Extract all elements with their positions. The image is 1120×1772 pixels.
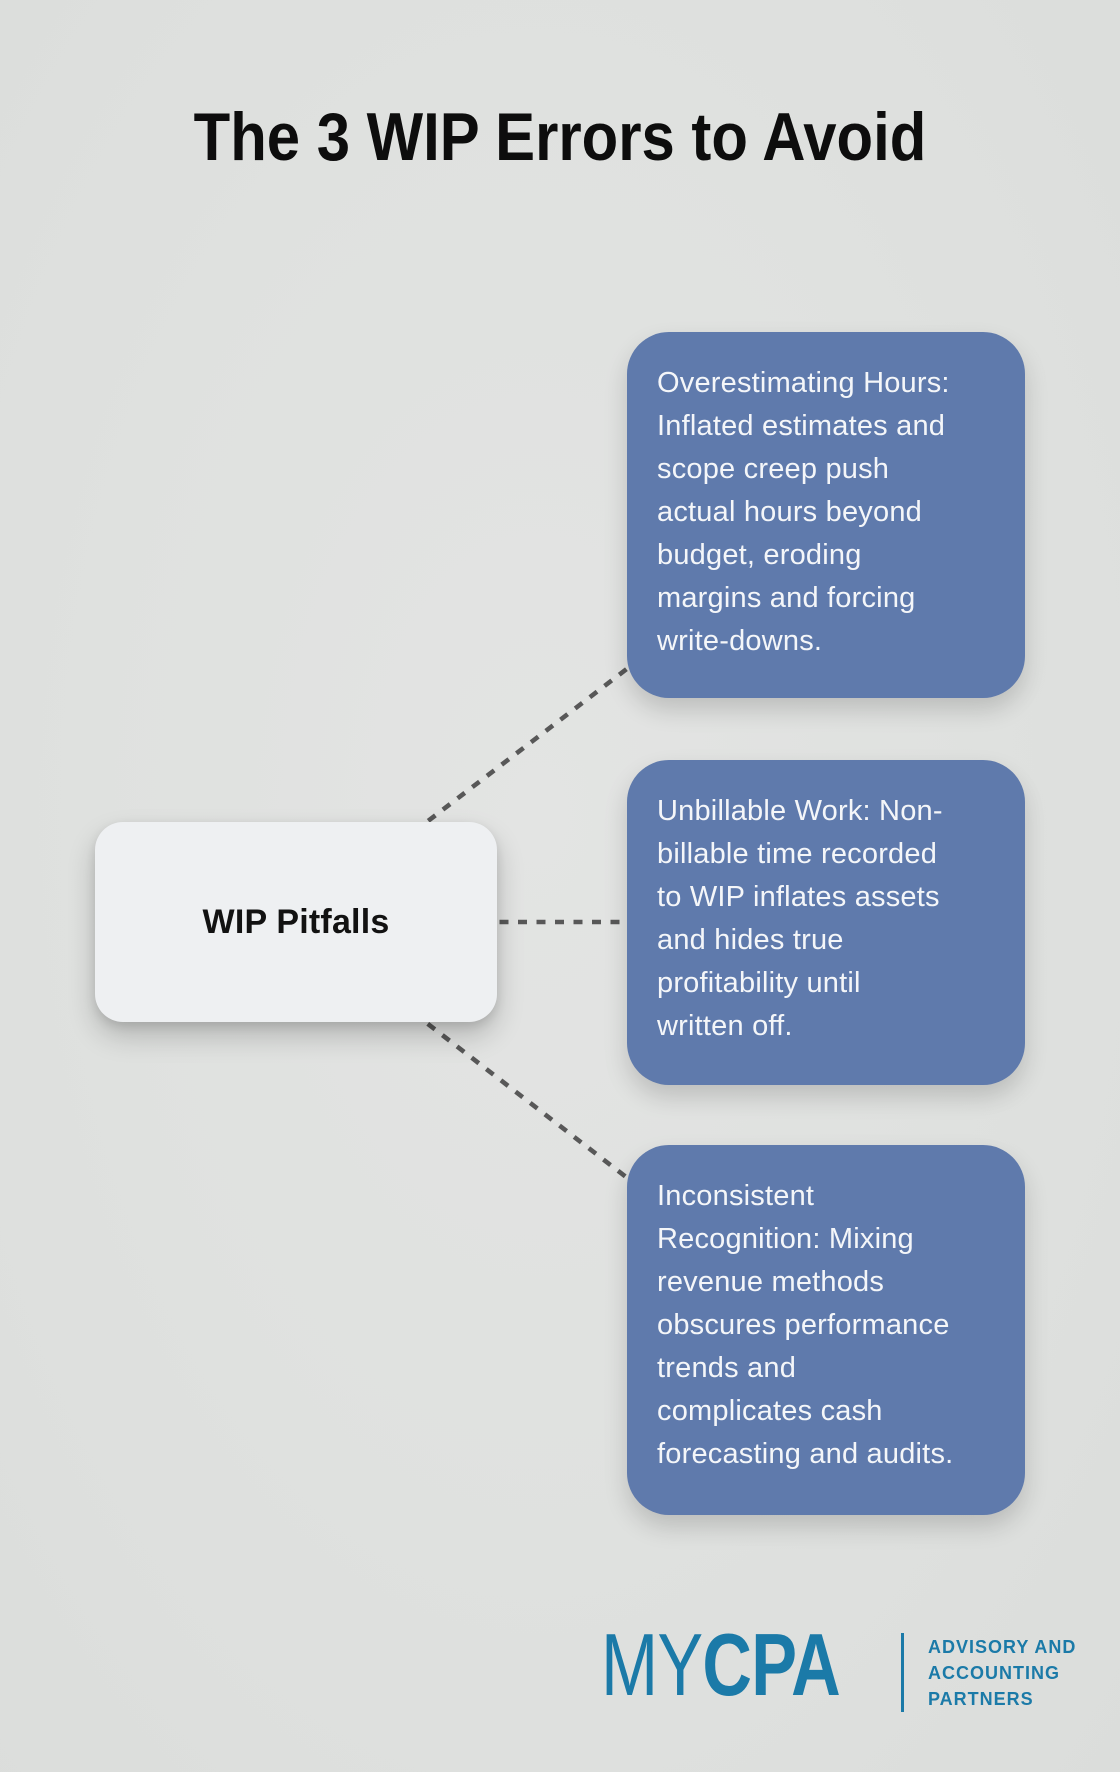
pitfall-text: Inconsistent Recognition: Mixing revenue…: [657, 1180, 954, 1470]
center-node-label: WIP Pitfalls: [202, 902, 390, 941]
pitfall-text: Unbillable Work: Non- billable time reco…: [657, 795, 943, 1042]
pitfall-card-unbillable-work: Unbillable Work: Non- billable time reco…: [627, 760, 1025, 1085]
center-node: WIP Pitfalls: [95, 822, 497, 1022]
pitfall-text: Overestimating Hours: Inflated estimates…: [657, 367, 950, 657]
pitfall-card-overestimating-hours: Overestimating Hours: Inflated estimates…: [627, 332, 1025, 698]
pitfall-card-inconsistent-recognition: Inconsistent Recognition: Mixing revenue…: [627, 1145, 1025, 1515]
page-title: The 3 WIP Errors to Avoid: [193, 99, 927, 175]
